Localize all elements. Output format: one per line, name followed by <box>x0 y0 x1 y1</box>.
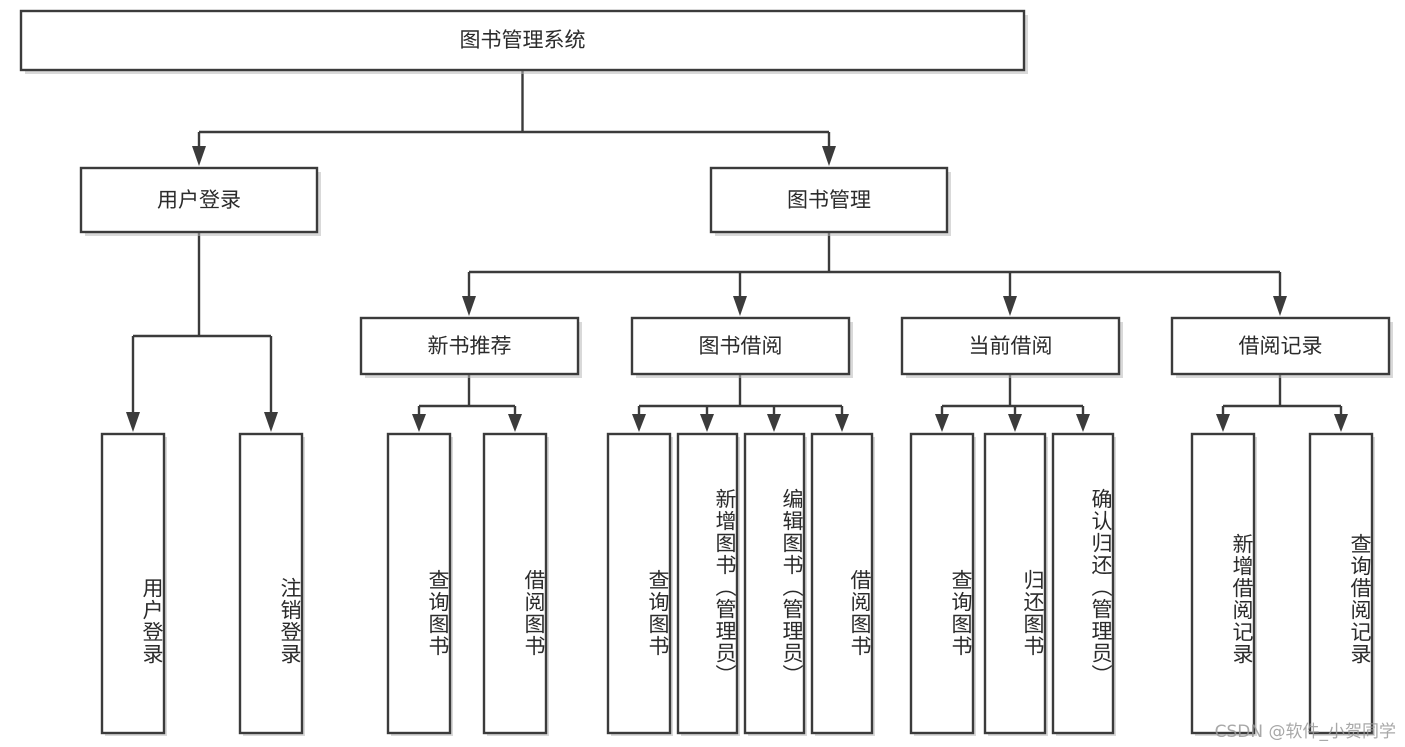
node-box-current-borrow[interactable] <box>900 316 1123 378</box>
connectors-user-login-to-leaves <box>126 232 278 432</box>
node-box-leaf-borrow-book[interactable] <box>810 432 875 736</box>
node-box-leaf-borrow-book-rec[interactable] <box>482 432 549 736</box>
node-box-leaf-query-record[interactable] <box>1308 432 1375 736</box>
connectors-book-manage-to-level3 <box>462 232 1287 316</box>
node-box-leaf-user-login[interactable] <box>100 432 167 736</box>
connectors-new-book-recommend-to-leaves <box>412 374 522 432</box>
node-box-user-login[interactable] <box>79 166 321 236</box>
node-box-leaf-return-book[interactable] <box>983 432 1048 736</box>
node-box-leaf-query-book-current[interactable] <box>909 432 976 736</box>
node-box-leaf-logout[interactable] <box>238 432 305 736</box>
node-box-leaf-add-book[interactable] <box>676 432 740 736</box>
node-box-root[interactable] <box>19 9 1028 74</box>
connectors-root-to-level2 <box>192 70 836 166</box>
connectors-borrow-record-to-leaves <box>1216 374 1348 432</box>
node-box-leaf-add-record[interactable] <box>1190 432 1257 736</box>
node-box-new-book-recommend[interactable] <box>359 316 582 378</box>
node-box-borrow-record[interactable] <box>1170 316 1393 378</box>
connectors-book-borrow-to-leaves <box>632 374 849 432</box>
node-box-leaf-edit-book[interactable] <box>743 432 807 736</box>
node-box-book-manage[interactable] <box>709 166 951 236</box>
connectors-current-borrow-to-leaves <box>935 374 1090 432</box>
csdn-watermark: CSDN @软件_小贺同学 <box>1214 722 1396 742</box>
node-box-leaf-confirm-return[interactable] <box>1051 432 1116 736</box>
node-box-leaf-query-book-borrow[interactable] <box>606 432 673 736</box>
node-box-leaf-query-book-rec[interactable] <box>386 432 453 736</box>
node-box-book-borrow[interactable] <box>630 316 853 378</box>
